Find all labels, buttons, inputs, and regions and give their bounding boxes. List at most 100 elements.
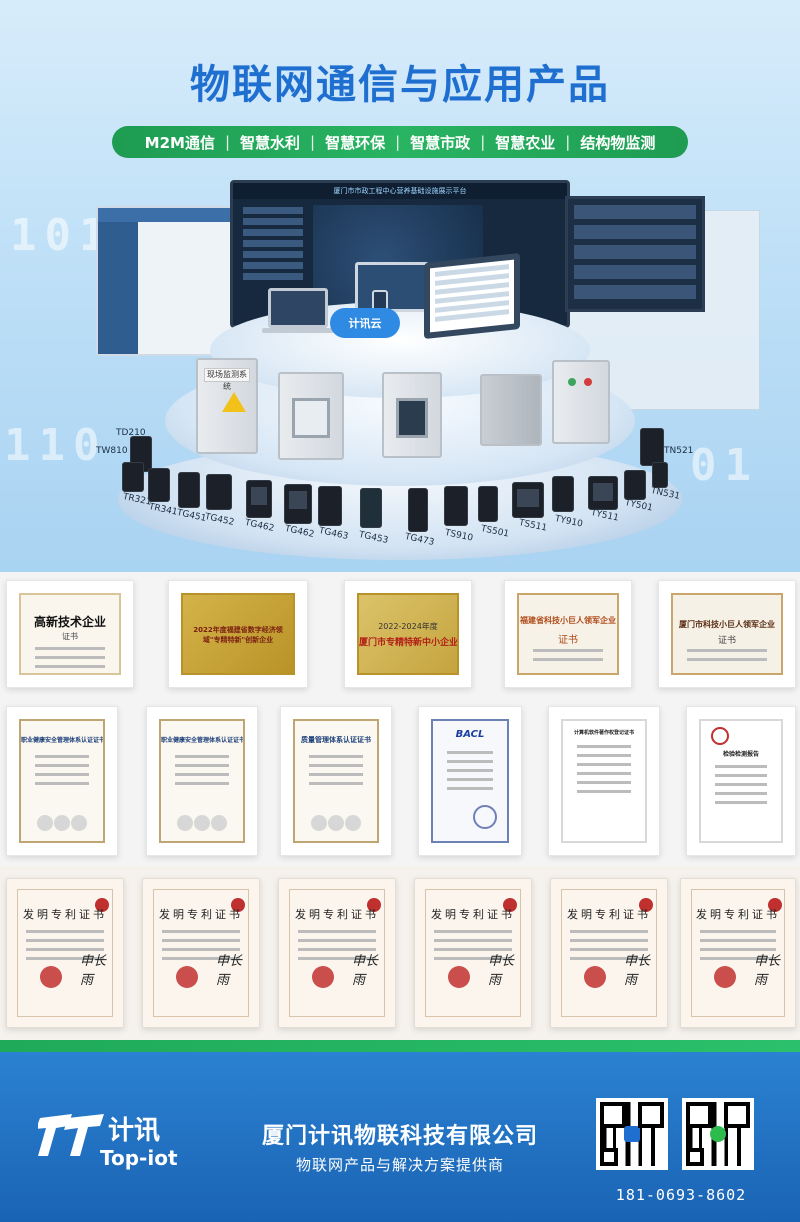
- device-tg452: [206, 474, 232, 510]
- data-panel-screen: [565, 196, 705, 312]
- national-emblem-icon: [584, 966, 606, 988]
- logo-text-en: Top-iot: [100, 1146, 178, 1170]
- device-tg463: [318, 486, 342, 526]
- cabinet-screen: [382, 372, 442, 458]
- patent-certificate[interactable]: 发明专利证书 申长雨: [278, 878, 396, 1028]
- certificate-title: 检验检测报告: [722, 751, 759, 758]
- admin-panel-screen: [96, 206, 246, 356]
- certificate-title: 福建省科技小巨人领军企业: [520, 616, 616, 625]
- device-ts511: [512, 482, 544, 518]
- patent-title: 发明专利证书: [159, 908, 243, 921]
- national-emblem-icon: [714, 966, 736, 988]
- certificate-subtitle: 证书: [558, 635, 578, 646]
- category-tag-bar: M2M通信 | 智慧水利 | 智慧环保 | 智慧市政 | 智慧农业 | 结构物监…: [112, 126, 688, 158]
- certificate-frame[interactable]: 计算机软件著作权登记证书: [548, 706, 660, 856]
- binary-decoration: 01: [690, 440, 759, 491]
- tag-separator: |: [395, 133, 401, 151]
- certificate-frame[interactable]: 福建省科技小巨人领军企业 证书: [504, 580, 632, 688]
- cabinet-steel: [480, 374, 542, 446]
- certificate-frame[interactable]: 2022-2024年度 厦门市专精特新中小企业: [344, 580, 472, 688]
- patent-title: 发明专利证书: [295, 908, 379, 921]
- tag-separator: |: [310, 133, 316, 151]
- patent-certificate[interactable]: 发明专利证书 申长雨: [414, 878, 532, 1028]
- cabinet-label: 现场监测系统: [204, 368, 250, 391]
- device-ts501: [478, 486, 498, 522]
- device-tn521: [640, 428, 664, 466]
- patents-row: 发明专利证书 申长雨 发明专利证书 申长雨 发明专利证书 申长雨 发明专利证书: [0, 866, 800, 1040]
- signature: 申长雨: [624, 954, 651, 988]
- page-title: 物联网通信与应用产品: [190, 62, 610, 108]
- certificate-title: BACL: [455, 729, 485, 740]
- company-logo-icon: [38, 1114, 104, 1156]
- tag-m2m[interactable]: M2M通信: [144, 133, 215, 152]
- device-tr341: [148, 468, 170, 502]
- certificate-title: 2022年度福建省数字经济领域"专精特新"创新企业: [193, 626, 283, 644]
- qr-code-website[interactable]: [596, 1098, 668, 1170]
- certificate-subtitle: 证书: [717, 636, 736, 646]
- device-label: TN521: [664, 446, 694, 456]
- certificate-title: 职业健康安全管理体系认证证书: [161, 737, 245, 744]
- patent-certificate[interactable]: 发明专利证书 申长雨: [680, 878, 796, 1028]
- tag-separator: |: [480, 133, 486, 151]
- tag-separator: |: [224, 133, 231, 151]
- honor-certificates-row: 高新技术企业 证书 2022年度福建省数字经济领域"专精特新"创新企业 2022…: [0, 572, 800, 696]
- patent-certificate[interactable]: 发明专利证书 申长雨: [550, 878, 668, 1028]
- certificate-title: 计算机软件著作权登记证书: [573, 730, 634, 736]
- signature: 申长雨: [754, 954, 781, 988]
- national-emblem-icon: [40, 966, 62, 988]
- certificate-frame[interactable]: 检验检测报告: [686, 706, 796, 856]
- phone-number[interactable]: 181-0693-8602: [615, 1186, 747, 1204]
- device-tr321: [122, 462, 144, 492]
- certificate-frame[interactable]: 质量管理体系认证证书: [280, 706, 392, 856]
- dashboard-title: 厦门市市政工程中心营养基础设施展示平台: [233, 183, 567, 199]
- certificate-frame[interactable]: BACL: [418, 706, 522, 856]
- device-tg451: [178, 472, 200, 508]
- tag-environment[interactable]: 智慧环保: [325, 133, 386, 152]
- footer-stripe: [0, 1040, 800, 1052]
- binary-decoration: 110: [4, 420, 108, 471]
- company-name: 厦门计讯物联科技有限公司: [261, 1124, 538, 1149]
- certificate-title: 质量管理体系认证证书: [301, 736, 371, 744]
- desktop-monitor-icon: [355, 262, 429, 312]
- cabinet-display: [278, 372, 344, 460]
- device-ty910: [552, 476, 574, 512]
- device-tg462b: [284, 484, 312, 524]
- certificate-frame[interactable]: 职业健康安全管理体系认证证书: [6, 706, 118, 856]
- national-emblem-icon: [176, 966, 198, 988]
- tag-municipal[interactable]: 智慧市政: [410, 133, 471, 152]
- hero-banner: 1011 110 01 物联网通信与应用产品 M2M通信 | 智慧水利 | 智慧…: [0, 0, 800, 572]
- patent-certificate[interactable]: 发明专利证书 申长雨: [142, 878, 260, 1028]
- system-certificates-row: 职业健康安全管理体系认证证书 职业健康安全管理体系认证证书 质量管理体系认证证书…: [0, 696, 800, 866]
- device-ty501: [624, 470, 646, 500]
- device-tg473: [408, 488, 428, 532]
- cloud-icon: 计讯云: [330, 308, 400, 338]
- warning-icon: [222, 392, 246, 412]
- tablet-icon: [424, 252, 520, 340]
- cabinet-control: [552, 360, 610, 444]
- device-tg453: [360, 488, 382, 528]
- certificate-title: 厦门市专精特新中小企业: [359, 638, 459, 648]
- tag-structure[interactable]: 结构物监测: [580, 133, 656, 152]
- certificate-frame[interactable]: 厦门市科技小巨人领军企业 证书: [658, 580, 796, 688]
- signature: 申长雨: [352, 954, 379, 988]
- certificate-title: 高新技术企业: [33, 615, 106, 629]
- patent-title: 发明专利证书: [431, 908, 515, 921]
- tag-water[interactable]: 智慧水利: [240, 133, 301, 152]
- logo-text-cn: 计讯: [108, 1116, 161, 1146]
- certificate-frame[interactable]: 2022年度福建省数字经济领域"专精特新"创新企业: [168, 580, 308, 688]
- tag-agriculture[interactable]: 智慧农业: [495, 133, 556, 152]
- certificate-title: 职业健康安全管理体系认证证书: [21, 737, 105, 744]
- patent-certificate[interactable]: 发明专利证书 申长雨: [6, 878, 124, 1028]
- laptop-base: [262, 328, 334, 333]
- certificate-subtitle: 证书: [62, 632, 78, 641]
- company-slogan: 物联网产品与解决方案提供商: [295, 1156, 504, 1174]
- national-emblem-icon: [312, 966, 334, 988]
- footer: [0, 1040, 800, 1222]
- certificate-frame[interactable]: 高新技术企业 证书: [6, 580, 134, 688]
- certificate-frame[interactable]: 职业健康安全管理体系认证证书: [146, 706, 258, 856]
- national-emblem-icon: [448, 966, 470, 988]
- certificate-title: 厦门市科技小巨人领军企业: [679, 620, 775, 629]
- qr-code-wechat[interactable]: [682, 1098, 754, 1170]
- cabinet-monitoring: 现场监测系统: [196, 358, 258, 454]
- laptop-icon: [268, 288, 328, 328]
